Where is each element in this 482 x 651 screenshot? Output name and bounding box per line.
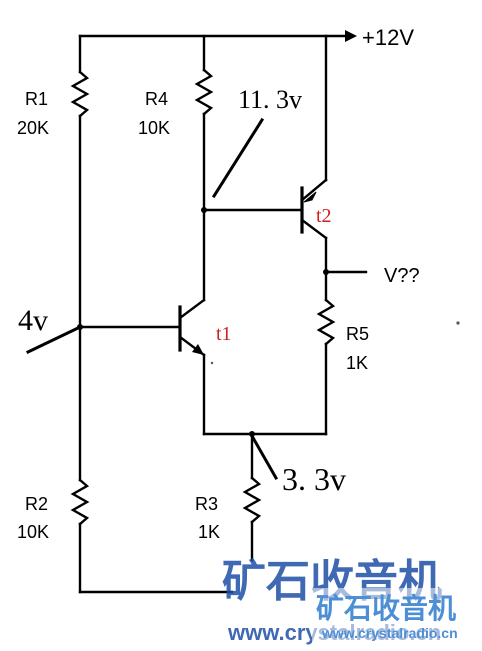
r3-name: R3 bbox=[195, 494, 218, 514]
watermark-badge-url: www.crystalradio.cn bbox=[321, 625, 458, 641]
collector-voltage-annotation: 11. 3v bbox=[238, 85, 302, 114]
r3-value: 1K bbox=[198, 522, 220, 542]
pointer-base-voltage bbox=[25, 325, 81, 355]
junction-dot bbox=[249, 431, 255, 437]
r1-value: 20K bbox=[17, 118, 49, 138]
watermark-badge-bg bbox=[312, 588, 474, 644]
r2-name: R2 bbox=[25, 494, 48, 514]
t2-emitter-arrow bbox=[303, 191, 317, 203]
resistor-r5 bbox=[316, 298, 336, 346]
r5-value: 1K bbox=[346, 353, 368, 373]
t2-collector-lead bbox=[300, 218, 328, 240]
output-label: V?? bbox=[384, 265, 420, 287]
pointer-collector-voltage bbox=[211, 117, 265, 199]
junction-dot bbox=[201, 207, 207, 213]
t2-emitter-lead bbox=[300, 178, 328, 202]
resistor-r1 bbox=[70, 70, 90, 118]
resistor-r2 bbox=[70, 478, 90, 526]
resistor-r3 bbox=[242, 476, 262, 524]
resistor-r4 bbox=[194, 68, 214, 116]
supply-arrow bbox=[345, 30, 357, 42]
t2-label: t2 bbox=[316, 205, 332, 227]
r2-value: 10K bbox=[17, 522, 49, 542]
junction-dot bbox=[323, 269, 329, 275]
base-voltage-annotation: 4v bbox=[18, 304, 48, 337]
r1-name: R1 bbox=[25, 89, 48, 109]
stray-dot bbox=[456, 321, 460, 325]
t1-emitter-arrow bbox=[192, 344, 204, 355]
watermark-badge-title: 矿石收音机 bbox=[316, 592, 456, 624]
stray-dot bbox=[210, 361, 214, 365]
watermark: 矿石收音机 www.crystalradio.cn 矿石收音机 www.crys… bbox=[222, 557, 474, 645]
r4-name: R4 bbox=[145, 89, 168, 109]
r5-name: R5 bbox=[346, 324, 369, 344]
pointer-emitter-voltage bbox=[249, 433, 279, 481]
emitter-voltage-annotation: 3. 3v bbox=[282, 461, 346, 497]
r4-value: 10K bbox=[138, 118, 170, 138]
t1-label: t1 bbox=[216, 323, 232, 345]
t1-collector-lead bbox=[178, 298, 206, 320]
junction-dot bbox=[77, 324, 83, 330]
supply-label: +12V bbox=[362, 25, 414, 50]
